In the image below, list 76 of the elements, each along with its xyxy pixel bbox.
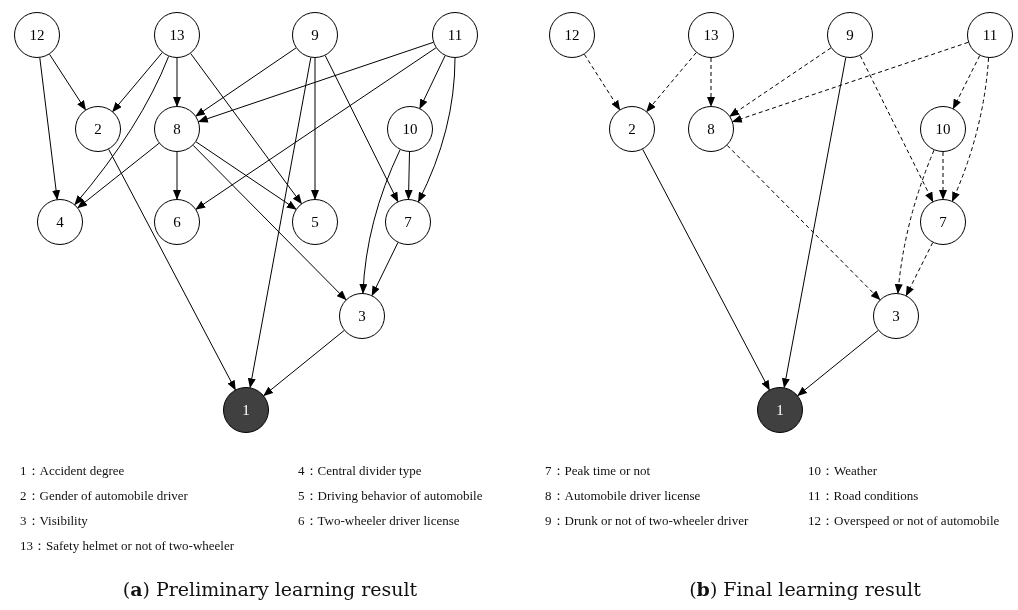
variable-node: 10 xyxy=(920,106,966,152)
variable-node: 12 xyxy=(14,12,60,58)
variable-node: 8 xyxy=(688,106,734,152)
variable-node: 11 xyxy=(967,12,1013,58)
legend-text: 10：Weather xyxy=(808,462,877,480)
arrow xyxy=(583,53,621,111)
variable-node: 11 xyxy=(432,12,478,58)
arrow xyxy=(77,142,160,209)
legend-text: 5：Driving behavior of automobile xyxy=(298,487,483,505)
arrow xyxy=(404,151,413,200)
legend-text: 2：Gender of automobile driver xyxy=(20,487,188,505)
arrow xyxy=(731,41,969,123)
variable-node: 12 xyxy=(549,12,595,58)
arrow xyxy=(642,148,770,391)
arrow xyxy=(263,330,345,397)
variable-node: 9 xyxy=(827,12,873,58)
arrow xyxy=(726,144,881,301)
variable-node: 6 xyxy=(154,199,200,245)
arrow xyxy=(324,55,399,203)
arrow xyxy=(905,242,934,297)
arrow xyxy=(939,151,947,200)
arrow xyxy=(952,55,981,110)
legend-text: 11：Road conditions xyxy=(808,487,919,505)
arrow xyxy=(311,57,319,200)
arrow xyxy=(195,47,437,210)
arrow xyxy=(74,55,170,206)
arrow xyxy=(951,57,990,202)
legend-text: 12：Overspeed or not of automobile xyxy=(808,512,1000,530)
variable-node: 1 xyxy=(757,387,803,433)
variable-node: 2 xyxy=(609,106,655,152)
subfigure-caption: (a) Preliminary learning result xyxy=(122,578,418,600)
variable-node: 10 xyxy=(387,106,433,152)
arrow xyxy=(192,144,347,301)
variable-node: 8 xyxy=(154,106,200,152)
variable-node: 3 xyxy=(873,293,919,339)
legend-text: 13：Safety helmet or not of two-wheeler xyxy=(20,537,235,555)
arrow xyxy=(797,330,879,397)
legend-text: 3：Visibility xyxy=(20,512,88,530)
legend-text: 4：Central divider type xyxy=(298,462,422,480)
legend-text: 6：Two-wheeler driver license xyxy=(298,512,460,530)
variable-node: 5 xyxy=(292,199,338,245)
variable-node: 13 xyxy=(154,12,200,58)
arrow xyxy=(247,57,312,389)
arrow xyxy=(195,141,297,210)
arrow xyxy=(894,149,935,295)
arrow xyxy=(197,41,434,123)
arrow xyxy=(419,55,446,110)
subfigure-caption: (b) Final learning result xyxy=(689,578,921,600)
arrow xyxy=(173,57,181,107)
arrow xyxy=(359,149,401,294)
legend-text: 1：Accident degree xyxy=(20,462,125,480)
arrow xyxy=(781,57,847,389)
legend-text: 8：Automobile driver license xyxy=(545,487,701,505)
arrow xyxy=(729,47,832,117)
variable-node: 7 xyxy=(385,199,431,245)
arrow xyxy=(49,53,86,111)
variable-node: 13 xyxy=(688,12,734,58)
legend-text: 9：Drunk or not of two-wheeler driver xyxy=(545,512,749,530)
arrow xyxy=(108,148,236,391)
variable-node: 1 xyxy=(223,387,269,433)
arrow xyxy=(371,242,399,297)
variable-node: 4 xyxy=(37,199,83,245)
arrow xyxy=(646,52,697,113)
arrow xyxy=(173,151,181,200)
variable-node: 2 xyxy=(75,106,121,152)
variable-node: 3 xyxy=(339,293,385,339)
arrow xyxy=(112,52,163,113)
variable-node: 9 xyxy=(292,12,338,58)
arrow xyxy=(190,53,302,205)
arrow xyxy=(39,57,61,201)
arrow xyxy=(707,57,715,107)
legend-text: 7：Peak time or not xyxy=(545,462,651,480)
arrow xyxy=(195,47,297,117)
variable-node: 7 xyxy=(920,199,966,245)
arrow xyxy=(417,57,456,203)
arrow xyxy=(859,55,934,203)
